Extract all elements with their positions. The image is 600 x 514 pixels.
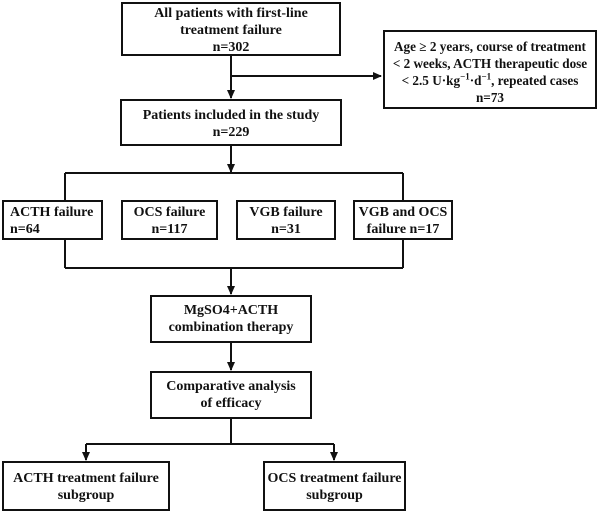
exclusion-line-3-prefix: < 2.5 U·kg — [401, 73, 461, 88]
all-patients-count: n=302 — [212, 40, 250, 55]
exclusion-line-3-suffix: , repeated cases — [491, 73, 579, 88]
acth-subgroup-line-2: subgroup — [57, 488, 115, 503]
combination-line-2: combination therapy — [168, 320, 294, 335]
all-patients-box: All patients with first-line treatment f… — [121, 2, 341, 56]
ocs-failure-count: n=117 — [151, 222, 188, 237]
ocs-subgroup-box: OCS treatment failure subgroup — [263, 461, 406, 511]
analysis-line-1: Comparative analysis — [166, 379, 296, 394]
comparative-analysis-box: Comparative analysis of efficacy — [150, 371, 312, 419]
exclusion-box: Age ≥ 2 years, course of treatment < 2 w… — [383, 30, 597, 109]
exclusion-count: n=73 — [475, 90, 505, 105]
vgb-ocs-failure-label: VGB and OCS — [358, 205, 448, 220]
ocs-failure-label: OCS failure — [133, 205, 206, 220]
exclusion-line-1: Age ≥ 2 years, course of treatment — [394, 39, 586, 54]
acth-subgroup-box: ACTH treatment failure subgroup — [2, 461, 170, 511]
acth-failure-count: n=64 — [10, 222, 40, 237]
vgb-failure-count: n=31 — [271, 222, 301, 237]
included-line-1: Patients included in the study — [142, 108, 320, 123]
acth-subgroup-line-1: ACTH treatment failure — [13, 471, 159, 486]
acth-failure-label: ACTH failure — [10, 205, 94, 220]
combination-line-1: MgSO4+ACTH — [183, 303, 279, 318]
all-patients-line-1: All patients with first-line — [154, 6, 308, 21]
included-box: Patients included in the study n=229 — [120, 99, 342, 146]
vgb-ocs-failure-box: VGB and OCS failure n=17 — [353, 200, 453, 240]
combination-therapy-box: MgSO4+ACTH combination therapy — [150, 295, 312, 343]
exclusion-line-3: < 2.5 U·kg−1·d−1, repeated cases — [385, 72, 595, 89]
vgb-failure-label: VGB failure — [249, 205, 323, 220]
exclusion-line-3-sup-2: −1 — [481, 71, 492, 82]
exclusion-line-2: < 2 weeks, ACTH therapeutic dose — [392, 56, 588, 71]
analysis-line-2: of efficacy — [200, 396, 262, 411]
exclusion-line-3-sup-1: −1 — [460, 71, 470, 82]
ocs-subgroup-line-1: OCS treatment failure — [267, 471, 402, 486]
vgb-failure-box: VGB failure n=31 — [236, 200, 336, 240]
vgb-ocs-failure-count: failure n=17 — [366, 222, 440, 237]
exclusion-line-3-mid: ·d — [469, 73, 482, 88]
all-patients-line-2: treatment failure — [180, 23, 282, 38]
ocs-subgroup-line-2: subgroup — [306, 488, 363, 503]
included-count: n=229 — [212, 125, 250, 140]
acth-failure-box: ACTH failure n=64 — [2, 200, 103, 240]
ocs-failure-box: OCS failure n=117 — [121, 200, 218, 240]
